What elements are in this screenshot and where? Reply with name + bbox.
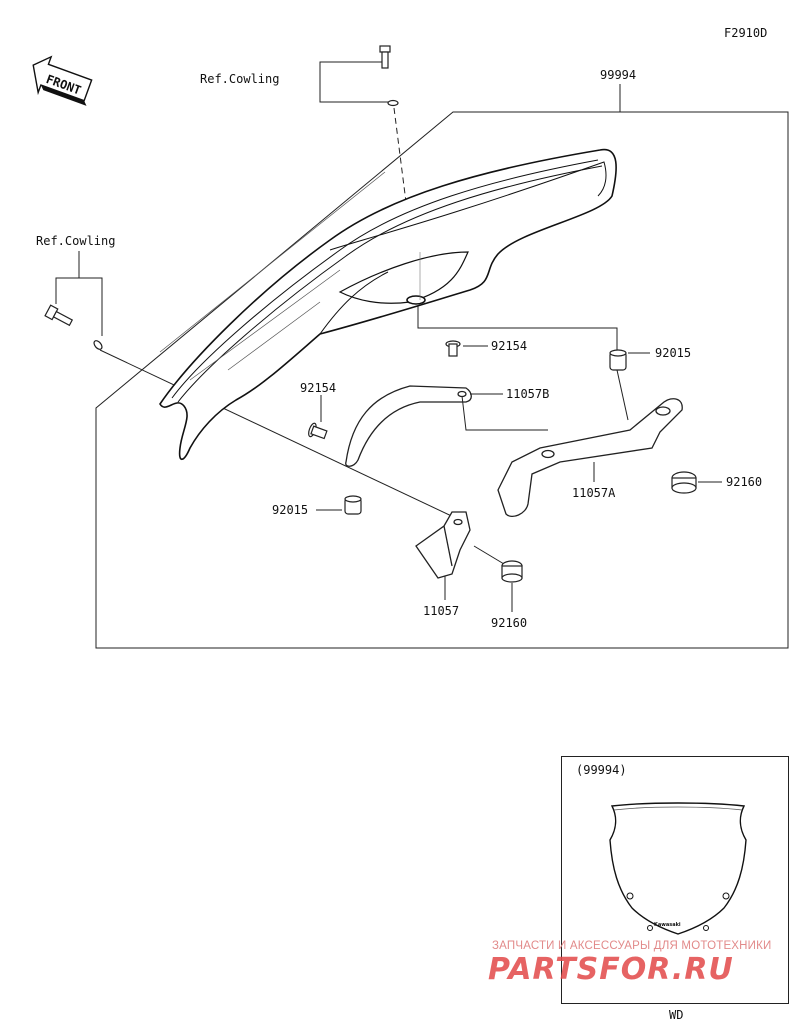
inset-part-ref: (99994) (576, 763, 627, 777)
watermark-logo[interactable]: PARTSFOR.RU (488, 952, 734, 987)
bracket-11057-shape (415, 511, 471, 579)
bolt-left-icon (44, 304, 74, 327)
bracket-11057a-shape (497, 398, 683, 518)
callout-92015-upper: 92015 (655, 346, 692, 360)
callout-92015-left: 92015 (272, 503, 309, 517)
collar-92015-upper-icon (609, 349, 627, 371)
callout-11057: 11057 (423, 604, 460, 618)
callout-ref-cowling-left: Ref.Cowling (36, 234, 116, 248)
callout-92160-lower: 92160 (491, 616, 528, 630)
bracket-11057b-shape (345, 385, 472, 467)
callout-99994: 99994 (600, 68, 637, 82)
bolt-top-icon (379, 45, 399, 107)
collar-92015-left-icon (344, 495, 362, 515)
bolt-92154-left-icon (308, 422, 328, 440)
diagram-code: F2910D (724, 26, 768, 40)
watermark-tagline: ЗАПЧАСТИ И АКСЕССУАРЫ ДЛЯ МОТОТЕХНИКИ (492, 940, 772, 952)
front-arrow-icon (32, 55, 93, 106)
grommet-92160-lower-icon (501, 560, 523, 583)
bolt-92154-upper-icon (445, 340, 461, 357)
callout-92154-left: 92154 (300, 381, 337, 395)
kawasaki-logo: Kawasaki (654, 922, 681, 928)
callout-ref-cowling-top: Ref.Cowling (200, 72, 280, 86)
windshield-front-view: Kawasaki (609, 802, 747, 935)
grommet-92160-right-icon (671, 471, 697, 494)
inset-variant-label: WD (669, 1008, 684, 1022)
callout-92154-upper: 92154 (491, 339, 528, 353)
windshield-shape (159, 148, 617, 461)
assembly-frame (95, 111, 789, 649)
callout-11057a: 11057A (572, 486, 616, 500)
callout-92160-right: 92160 (726, 475, 763, 489)
inset-panel (561, 756, 789, 1004)
callout-11057b: 11057B (506, 387, 550, 401)
ref-cowling-left-bracket (55, 277, 103, 336)
ref-cowling-top-bracket (319, 61, 388, 103)
